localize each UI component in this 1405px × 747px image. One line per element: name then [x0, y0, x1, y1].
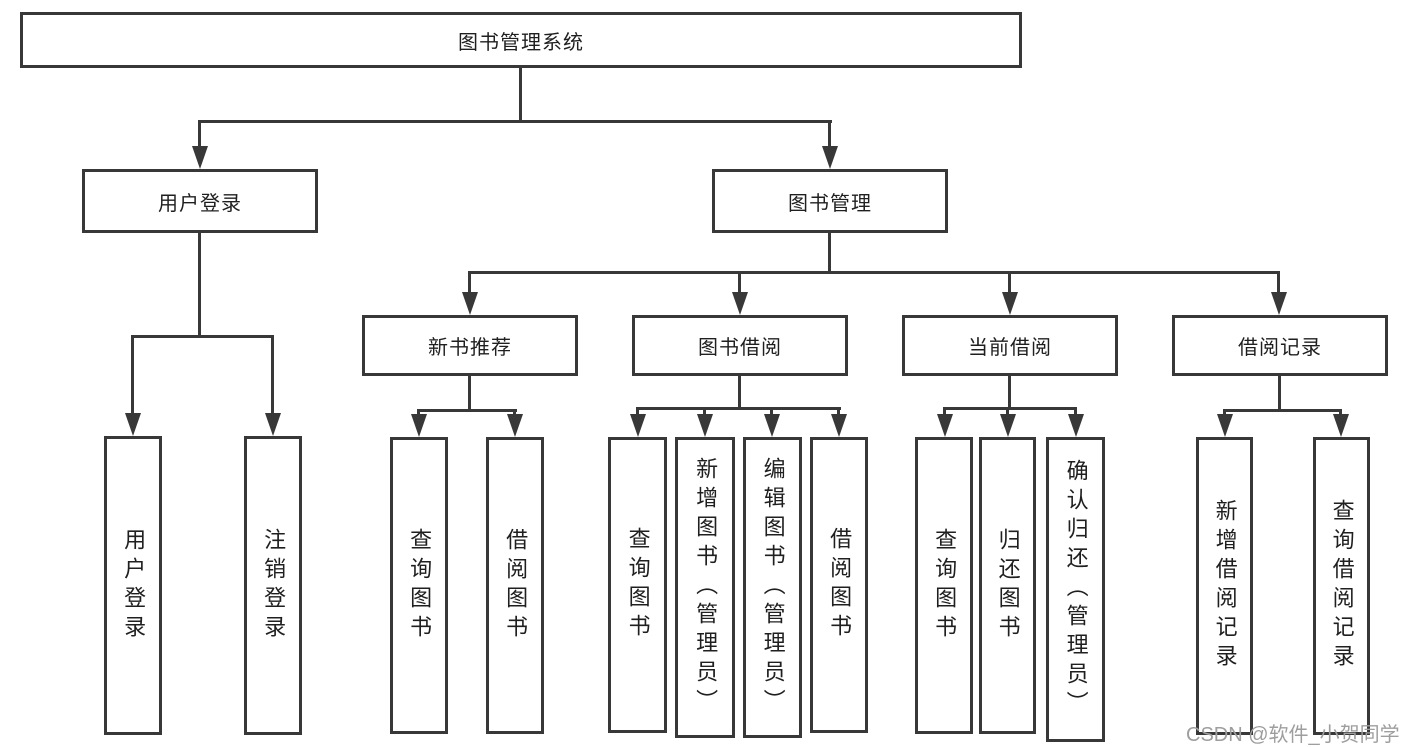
connector [770, 407, 773, 417]
connector [1008, 271, 1011, 294]
arrow-down-icon [822, 146, 838, 169]
leaf-cb-confirm-return-admin: 确认归还（管理员） [1046, 437, 1105, 742]
node-current-borrowing: 当前借阅 [902, 315, 1118, 376]
node-root: 图书管理系统 [20, 12, 1022, 68]
arrow-down-icon [1002, 292, 1018, 315]
connector [198, 233, 201, 335]
node-new-book-recommend: 新书推荐 [362, 315, 578, 376]
connector [636, 407, 639, 417]
connector [519, 67, 522, 120]
leaf-logout: 注销登录 [244, 436, 302, 735]
leaf-bb-query-books: 查询图书 [608, 437, 667, 733]
arrow-down-icon [125, 413, 141, 436]
arrow-down-icon [831, 414, 847, 437]
arrow-down-icon [764, 414, 780, 437]
connector [738, 271, 741, 294]
leaf-cb-query-books: 查询图书 [915, 437, 973, 734]
connector [131, 335, 134, 415]
connector [1074, 407, 1077, 417]
connector [199, 120, 832, 123]
arrow-down-icon [1217, 414, 1233, 437]
connector [1006, 407, 1009, 417]
leaf-nbr-borrow-books: 借阅图书 [486, 437, 544, 734]
node-user-login: 用户登录 [82, 169, 318, 233]
connector [1008, 376, 1011, 407]
arrow-down-icon [630, 414, 646, 437]
connector [1223, 409, 1226, 417]
arrow-down-icon [1000, 414, 1016, 437]
leaf-user-login: 用户登录 [104, 436, 162, 735]
connector [943, 407, 1077, 410]
connector [943, 407, 946, 417]
arrow-down-icon [265, 413, 281, 436]
connector [1339, 409, 1342, 417]
arrow-down-icon [1068, 414, 1084, 437]
connector [828, 233, 831, 271]
node-book-borrowing: 图书借阅 [632, 315, 848, 376]
arrow-down-icon [1271, 292, 1287, 315]
connector [828, 120, 831, 148]
arrow-down-icon [462, 292, 478, 315]
connector [1278, 376, 1281, 409]
leaf-bb-borrow-books: 借阅图书 [810, 437, 868, 733]
leaf-bb-edit-books-admin: 编辑图书（管理员） [743, 437, 802, 738]
connector [1277, 271, 1280, 294]
arrow-down-icon [937, 414, 953, 437]
leaf-br-query-record: 查询借阅记录 [1313, 437, 1370, 735]
csdn-watermark: CSDN @软件_小贺同学 [1186, 724, 1400, 746]
arrow-down-icon [697, 414, 713, 437]
connector [738, 376, 741, 407]
connector [198, 120, 201, 148]
connector [417, 409, 420, 417]
connector [1223, 409, 1342, 412]
connector [468, 271, 471, 294]
arrow-down-icon [732, 292, 748, 315]
connector [470, 271, 1280, 274]
arrow-down-icon [192, 146, 208, 169]
connector [271, 335, 274, 415]
leaf-cb-return-books: 归还图书 [979, 437, 1036, 734]
leaf-bb-add-books-admin: 新增图书（管理员） [675, 437, 735, 738]
node-book-management: 图书管理 [712, 169, 948, 233]
leaf-nbr-query-books: 查询图书 [390, 437, 448, 734]
connector [468, 376, 471, 409]
connector [837, 407, 840, 417]
connector [703, 407, 706, 417]
connector [513, 409, 516, 417]
arrow-down-icon [1333, 414, 1349, 437]
leaf-br-add-record: 新增借阅记录 [1196, 437, 1253, 735]
connector [636, 407, 841, 410]
connector [132, 335, 274, 338]
arrow-down-icon [507, 414, 523, 437]
connector [418, 409, 517, 412]
arrow-down-icon [411, 414, 427, 437]
node-borrowing-records: 借阅记录 [1172, 315, 1388, 376]
